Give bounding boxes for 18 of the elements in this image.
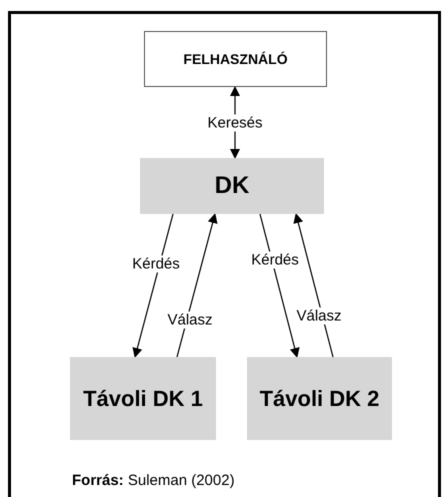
arrow [259,214,300,358]
arrow [293,213,334,358]
edge-label: Kérdés [250,252,300,268]
edge-label: Válasz [295,308,343,324]
process-box [140,158,324,214]
process-box [144,31,327,87]
node-title: Távoli DK 1 [83,386,203,412]
edge-label: Válasz [166,312,214,328]
process-box [247,357,392,440]
edge-label: Keresés [206,114,264,132]
arrow [132,214,174,358]
node-title: DK [214,172,250,200]
node-title: FELHASZNÁLÓ [183,50,288,68]
arrow [176,213,218,358]
source-caption: Forrás: Suleman (2002) [72,472,235,489]
edge-label: Kérdés [131,256,181,272]
node-title: Távoli DK 2 [260,386,380,412]
process-box [70,357,216,440]
